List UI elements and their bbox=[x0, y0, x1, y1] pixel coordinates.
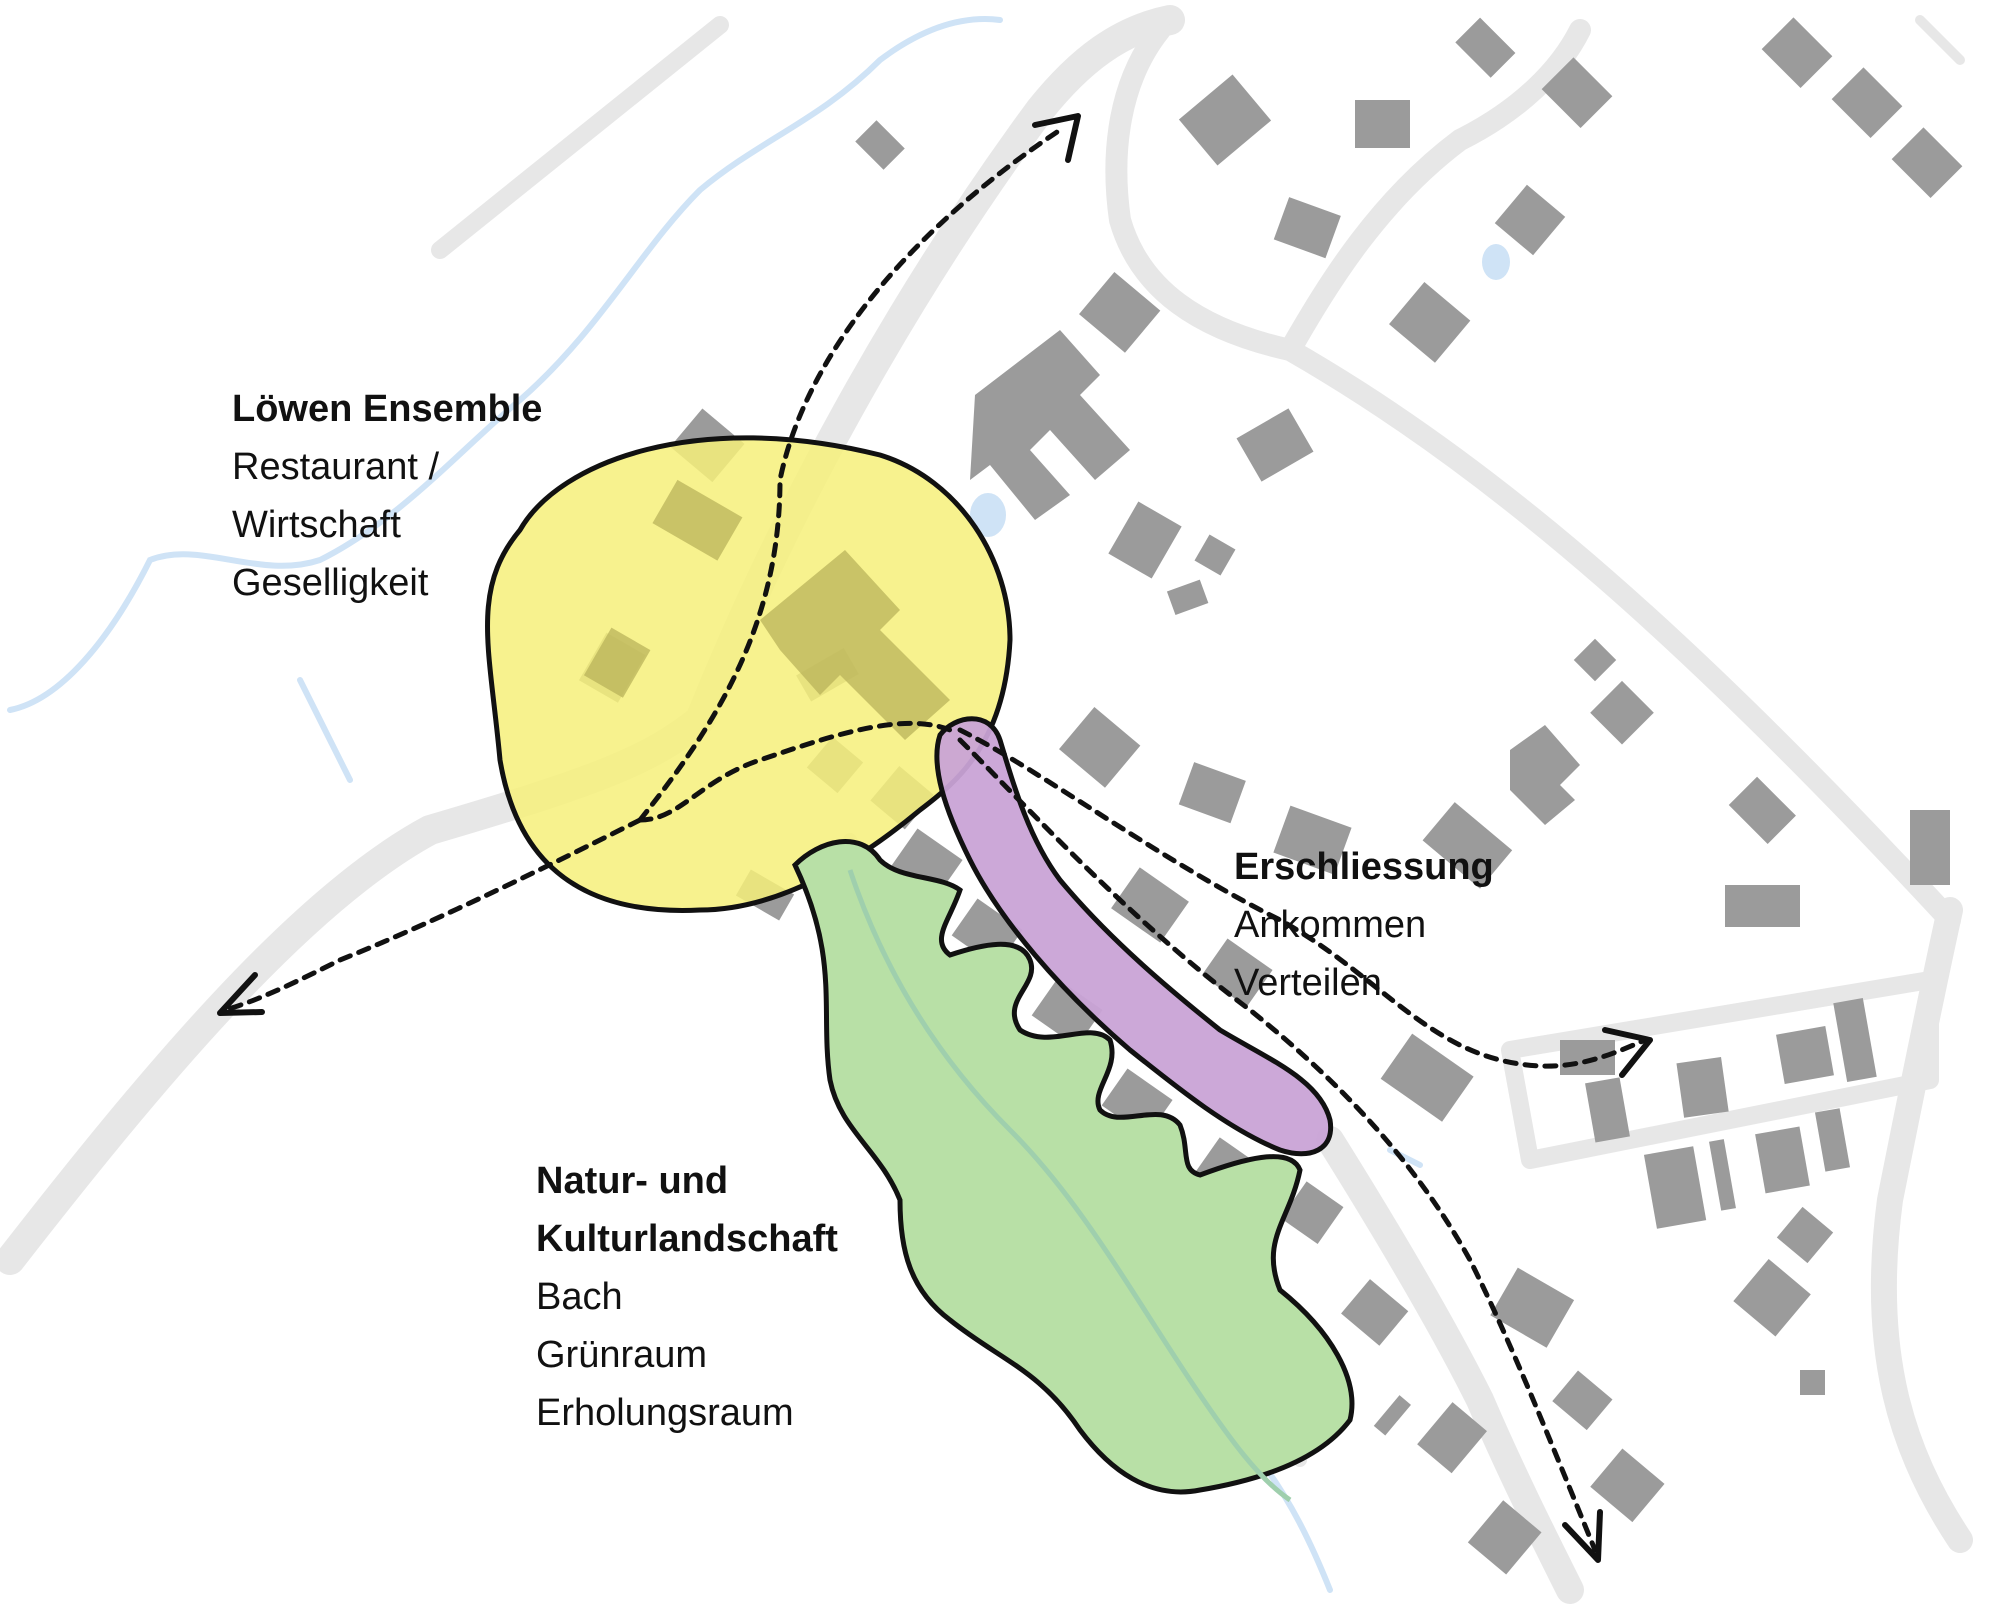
building bbox=[1891, 127, 1963, 199]
building bbox=[1373, 1395, 1411, 1436]
building bbox=[1552, 1370, 1613, 1431]
building bbox=[1510, 725, 1580, 825]
arrowhead-icon bbox=[1602, 1027, 1653, 1078]
building bbox=[1590, 1448, 1665, 1523]
building-under-zone bbox=[583, 627, 651, 698]
label-erschliessung: Erschliessung Ankommen Verteilen bbox=[1234, 838, 1494, 1012]
zone-title: Erschliessung bbox=[1234, 846, 1494, 888]
building bbox=[1776, 1026, 1834, 1084]
building bbox=[855, 120, 905, 170]
building-under-zone bbox=[652, 479, 743, 561]
building bbox=[1755, 1126, 1810, 1194]
zone-title: Natur- und bbox=[536, 1160, 729, 1202]
zone-loewen-area bbox=[485, 435, 1013, 913]
building bbox=[1725, 885, 1800, 927]
building bbox=[1031, 978, 1103, 1047]
building bbox=[1494, 184, 1566, 256]
building bbox=[1417, 1402, 1487, 1474]
building bbox=[1761, 17, 1833, 89]
building bbox=[1422, 802, 1513, 889]
building bbox=[1273, 805, 1352, 875]
building bbox=[1585, 1077, 1630, 1143]
building bbox=[1831, 67, 1903, 139]
building bbox=[1573, 638, 1617, 682]
building bbox=[1467, 1500, 1542, 1575]
arrowhead-icon bbox=[217, 972, 265, 1016]
route-south bbox=[957, 737, 1598, 1553]
building bbox=[1201, 938, 1273, 1007]
zone-layer bbox=[485, 435, 1355, 1503]
building bbox=[1455, 17, 1516, 78]
zone-title: Löwen Ensemble bbox=[232, 388, 543, 430]
building bbox=[1814, 1108, 1851, 1172]
building bbox=[1166, 579, 1209, 616]
zone-line: Erholungsraum bbox=[536, 1392, 794, 1434]
label-natur: Natur- und Kulturlandschaft Bach Grünrau… bbox=[536, 1152, 838, 1442]
building bbox=[1108, 501, 1182, 579]
building bbox=[1341, 1279, 1409, 1346]
northwest-road bbox=[431, 16, 729, 259]
route-north bbox=[637, 127, 1063, 823]
zone-line: Geselligkeit bbox=[232, 562, 429, 604]
zone-erschliessung-area bbox=[934, 716, 1334, 1157]
south-road bbox=[1316, 1126, 1584, 1604]
arrow-layer bbox=[217, 113, 1653, 1563]
pond bbox=[970, 493, 1006, 537]
building bbox=[1910, 810, 1950, 885]
stream-side bbox=[297, 677, 353, 783]
building bbox=[1280, 1181, 1344, 1245]
building bbox=[1194, 534, 1236, 576]
building bbox=[1709, 1139, 1736, 1211]
building bbox=[891, 828, 963, 897]
arrowhead-icon bbox=[1032, 113, 1081, 163]
zone-line: Ankommen bbox=[1234, 904, 1427, 946]
stream-in-green bbox=[847, 869, 1292, 1503]
building bbox=[1355, 100, 1410, 148]
building bbox=[1490, 1267, 1575, 1348]
building bbox=[1541, 57, 1613, 129]
zone-line: Grünraum bbox=[536, 1334, 708, 1376]
building bbox=[970, 330, 1130, 520]
building bbox=[1389, 282, 1471, 363]
route-loop bbox=[637, 721, 953, 823]
building bbox=[1728, 776, 1796, 844]
building bbox=[1776, 1206, 1834, 1264]
building bbox=[1059, 707, 1141, 788]
building bbox=[1800, 1370, 1825, 1395]
building bbox=[1733, 1258, 1811, 1337]
building bbox=[1380, 1033, 1474, 1122]
stream-south bbox=[1257, 1457, 1333, 1593]
zone-line: Verteilen bbox=[1234, 962, 1382, 1004]
zone-line: Bach bbox=[536, 1276, 623, 1318]
building bbox=[1833, 998, 1877, 1082]
stream-north bbox=[7, 16, 1003, 713]
building bbox=[1236, 408, 1314, 482]
building bbox=[1643, 1146, 1707, 1229]
building-under-zone bbox=[760, 550, 950, 740]
zone-natur-area bbox=[791, 839, 1355, 1495]
route-east bbox=[957, 727, 1648, 1069]
zone-line: Restaurant / bbox=[232, 446, 439, 488]
building bbox=[1273, 197, 1341, 259]
arrowhead-icon bbox=[1562, 1509, 1603, 1563]
route-southwest bbox=[222, 817, 643, 1013]
pond-2 bbox=[1482, 244, 1510, 280]
building bbox=[1079, 272, 1161, 353]
building bbox=[1111, 867, 1189, 943]
east-edge-road bbox=[1915, 15, 1965, 65]
east-loop bbox=[1501, 971, 1939, 1169]
label-loewen: Löwen Ensemble Restaurant / Wirtschaft G… bbox=[232, 380, 542, 612]
building bbox=[1676, 1057, 1729, 1118]
building bbox=[1178, 74, 1272, 166]
zone-line: Wirtschaft bbox=[232, 504, 401, 546]
branch-road bbox=[1279, 19, 1591, 361]
zone-title: Kulturlandschaft bbox=[536, 1218, 838, 1260]
building bbox=[1590, 680, 1654, 745]
building bbox=[1178, 762, 1246, 824]
